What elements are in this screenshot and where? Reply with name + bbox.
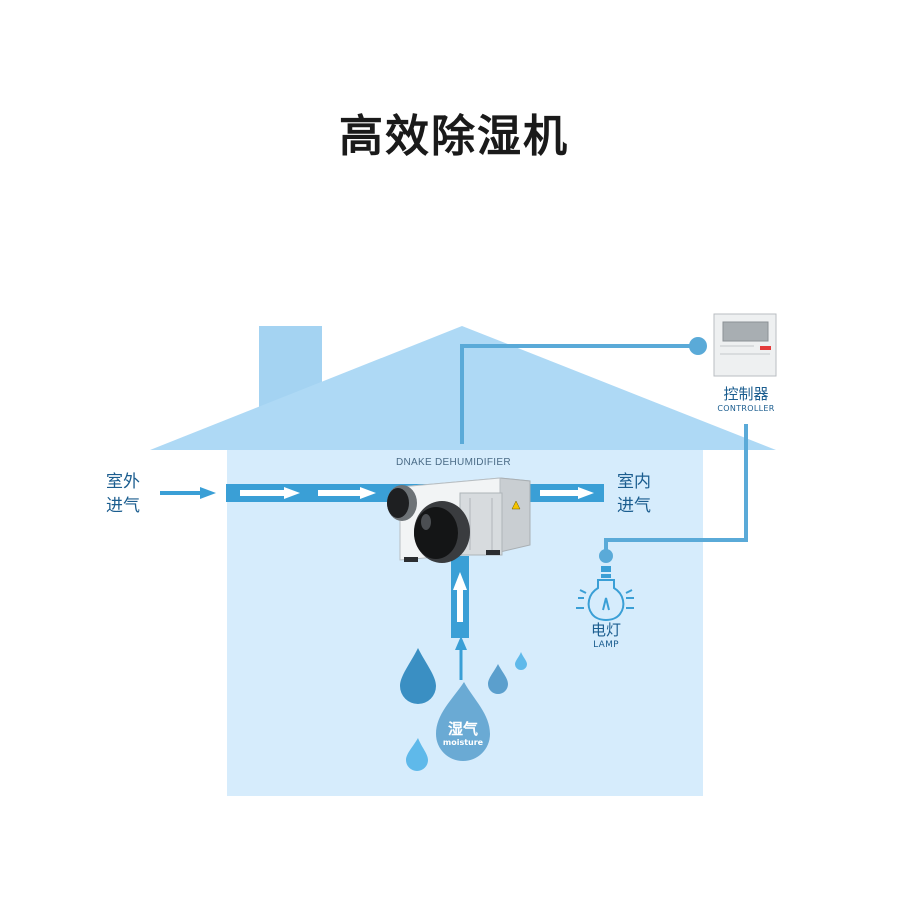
- lightbulb-icon: [576, 566, 634, 621]
- light-ray: [625, 589, 633, 594]
- outdoor-air-label-line2: 进气: [106, 496, 140, 516]
- bulb-filament: [602, 597, 610, 611]
- indoor-air-label-line2: 进气: [617, 496, 651, 516]
- unit-foot: [486, 550, 500, 555]
- water-drop-icon: [488, 664, 508, 694]
- unit-side: [499, 477, 531, 553]
- page-title: 高效除湿机: [339, 111, 569, 162]
- controller-wire-node: [689, 337, 707, 355]
- moisture-drop-icon: [436, 682, 490, 761]
- lamp-label-cn: 电灯: [590, 621, 621, 639]
- unit-vent-shine: [421, 514, 431, 530]
- dehumidifier-unit: [387, 477, 531, 563]
- bulb-base: [601, 574, 611, 578]
- arrow-icon: [318, 487, 376, 499]
- lamp-label-en: LAMP: [593, 640, 619, 650]
- arrow-icon: [453, 572, 467, 622]
- unit-foot: [404, 557, 418, 562]
- controller-screen: [722, 321, 769, 342]
- bulb-glass: [587, 579, 625, 621]
- duct-arrows: [240, 487, 594, 499]
- controller-indicator: [760, 346, 771, 350]
- device-name: DNAKE DEHUMIDIFIER: [396, 457, 511, 468]
- lamp-wire: [604, 424, 748, 556]
- moisture-label-en: moisture: [442, 738, 484, 747]
- indoor-air-label-line1: 室内: [617, 472, 651, 492]
- arrow-icon: [540, 487, 594, 499]
- moisture-arrow-icon: [455, 636, 467, 650]
- inflow-arrow-icon: [200, 487, 216, 499]
- controller-label-cn: 控制器: [723, 385, 769, 403]
- unit-vent-large: [414, 507, 458, 559]
- bulb-base: [601, 566, 611, 572]
- water-drop-icon: [515, 652, 527, 670]
- moisture-label-cn: 湿气: [447, 720, 478, 738]
- outdoor-air-label: 室外 进气: [106, 470, 140, 518]
- indoor-air-label: 室内 进气: [617, 470, 651, 518]
- controller-label: 控制器 CONTROLLER: [706, 384, 786, 413]
- warning-label: [511, 500, 521, 510]
- light-ray: [579, 589, 587, 594]
- controller-panel: [713, 313, 777, 377]
- controller-wire-top: [460, 344, 698, 444]
- lamp-label: 电灯 LAMP: [576, 620, 636, 650]
- water-drop-icon: [406, 738, 428, 771]
- arrow-icon: [240, 487, 300, 499]
- water-drop-icon: [400, 648, 436, 704]
- outdoor-air-label-line1: 室外: [106, 472, 140, 492]
- unit-vent-small: [387, 488, 409, 518]
- lamp-wire-node: [599, 549, 613, 563]
- controller-label-en: CONTROLLER: [717, 404, 775, 413]
- moisture-label: 湿气 moisture: [433, 720, 493, 747]
